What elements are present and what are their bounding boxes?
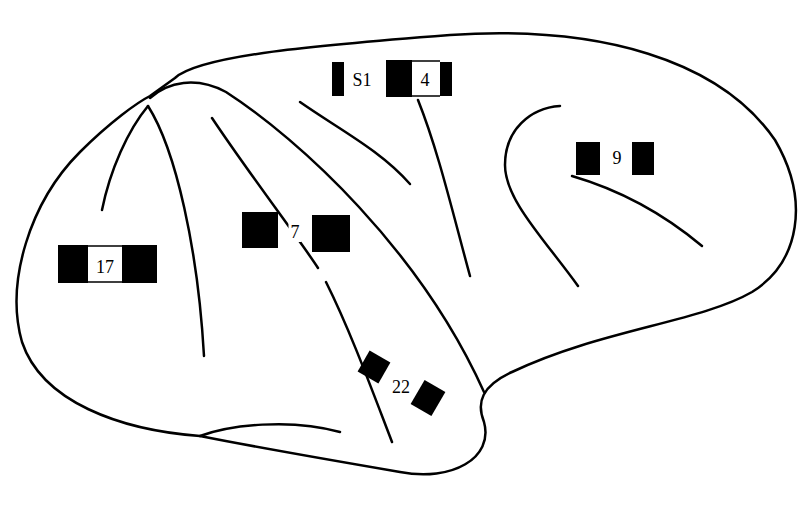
electrode-pad bbox=[411, 380, 446, 416]
occipital-boundary bbox=[102, 106, 148, 210]
electrode-pad bbox=[242, 212, 278, 248]
area-label: 7 bbox=[289, 222, 302, 242]
arcuate-sulcus bbox=[505, 106, 578, 286]
area-label: 17 bbox=[94, 257, 116, 277]
area-label: 9 bbox=[611, 148, 624, 168]
electrode-pad bbox=[386, 60, 412, 97]
electrode-pad bbox=[122, 245, 157, 283]
electrode-pad bbox=[358, 351, 391, 384]
superior-temporal-sulcus bbox=[212, 118, 392, 442]
intraparietal-sulcus bbox=[300, 102, 410, 184]
electrode-pad bbox=[312, 215, 350, 252]
electrode-pad bbox=[332, 62, 344, 96]
area-label: S1 bbox=[350, 70, 373, 90]
electrode-pad bbox=[632, 142, 654, 175]
central-sulcus bbox=[418, 100, 470, 276]
electrode-arrays bbox=[58, 60, 654, 416]
array-frame bbox=[412, 61, 440, 96]
principal-sulcus bbox=[572, 176, 702, 246]
electrode-pad bbox=[576, 142, 600, 175]
array-frame bbox=[88, 246, 122, 282]
electrode-pad bbox=[58, 245, 88, 283]
area-label: 4 bbox=[419, 70, 432, 90]
array-frames bbox=[88, 61, 440, 282]
area-label: 22 bbox=[390, 377, 412, 397]
lunate-sulcus bbox=[148, 106, 204, 356]
temporal-base-line bbox=[200, 424, 340, 436]
brain-outline bbox=[17, 33, 796, 474]
lateral-fissure bbox=[150, 83, 484, 392]
electrode-pad bbox=[440, 62, 452, 96]
